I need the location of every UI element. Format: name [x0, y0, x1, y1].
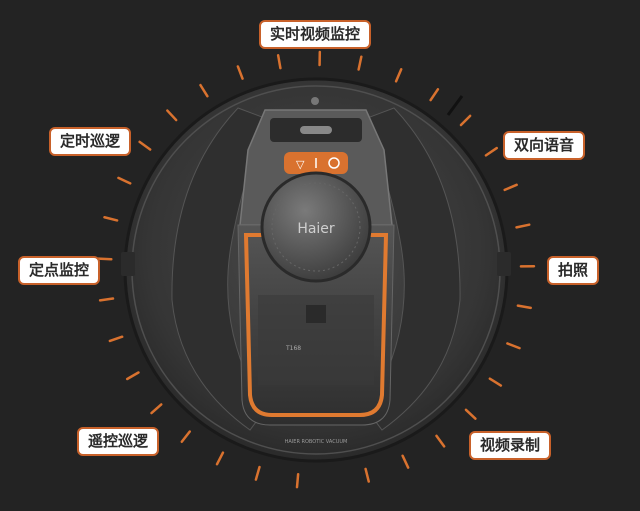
tick-marks	[97, 50, 536, 489]
label-fixed-point-monitor: 定点监控	[18, 256, 101, 285]
tick-mark	[394, 68, 403, 83]
svg-text:▽: ▽	[296, 158, 305, 171]
tick-mark	[180, 430, 192, 444]
tick-mark	[503, 183, 518, 192]
tick-mark	[98, 297, 115, 302]
label-two-way-voice: 双向语音	[503, 131, 586, 160]
tick-mark	[364, 467, 370, 483]
brand-logo: Haier	[297, 221, 335, 237]
tick-mark	[236, 65, 244, 80]
tick-mark	[150, 403, 163, 415]
tick-mark	[199, 83, 209, 98]
label-video-recording: 视频录制	[469, 431, 552, 460]
model-text: T168	[285, 345, 301, 352]
bottom-text: HAIER ROBOTIC VACUUM	[285, 439, 348, 445]
tick-mark	[295, 472, 300, 489]
label-realtime-video: 实时视频监控	[259, 20, 372, 49]
tick-mark	[138, 140, 152, 151]
tick-mark	[125, 371, 140, 381]
tick-mark	[429, 88, 440, 102]
tick-mark	[464, 408, 477, 420]
tick-mark	[516, 304, 532, 310]
label-remote-patrol: 遥控巡逻	[77, 427, 160, 456]
tick-mark	[117, 176, 132, 185]
tick-mark	[215, 451, 225, 466]
tick-mark	[506, 342, 521, 350]
tick-mark	[97, 257, 113, 261]
tick-mark	[515, 223, 531, 229]
tick-mark	[488, 377, 503, 387]
tick-mark	[166, 109, 178, 122]
round-lid	[260, 171, 372, 283]
tick-mark	[401, 454, 410, 469]
tick-mark	[108, 335, 124, 343]
label-scheduled-patrol: 定时巡逻	[49, 127, 132, 156]
tick-mark	[276, 54, 282, 70]
label-photo: 拍照	[547, 256, 600, 285]
tick-mark	[435, 434, 446, 448]
tick-mark	[357, 55, 363, 71]
tick-mark	[484, 146, 498, 157]
tick-mark	[254, 465, 261, 481]
tick-mark	[103, 216, 119, 222]
tick-mark	[459, 114, 472, 127]
